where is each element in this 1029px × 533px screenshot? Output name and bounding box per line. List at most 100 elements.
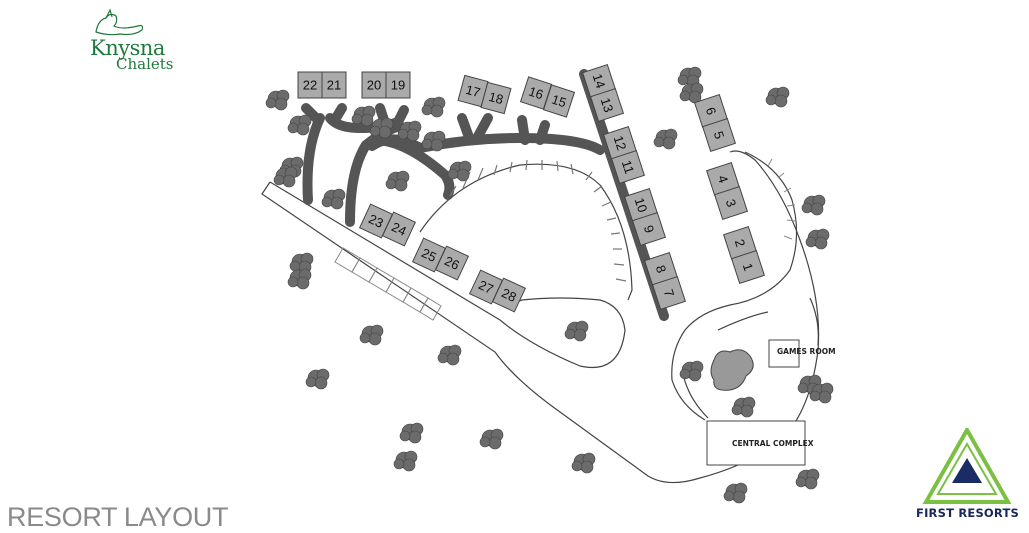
unit-28: 28 [491,277,527,313]
parking-bays [334,247,442,321]
unit-27: 27 [468,269,504,305]
lawn-outline [419,163,633,301]
unit-number: 9 [641,223,658,235]
unit-number: 7 [661,287,678,299]
unit-number: 5 [711,129,728,141]
unit-box [385,71,411,99]
unit-box [480,81,512,115]
unit-number: 23 [366,211,385,231]
tree [795,468,820,490]
unit-2: 2 [722,225,758,261]
first-resorts-logo: FIRST RESORTS [910,428,1029,528]
unit-26: 26 [434,245,470,281]
unit-number: 8 [653,263,670,275]
unit-number: 6 [703,105,720,117]
tree [399,422,424,444]
unit-10: 10 [623,187,659,223]
lawn-ticks [449,159,627,282]
tree [393,450,418,472]
tree [287,268,312,290]
tree [731,396,756,418]
tree [571,452,596,474]
tree [447,160,472,182]
tree [287,114,312,136]
unit-box [361,71,387,99]
unit-number: 25 [419,245,438,265]
tree [273,166,298,188]
tree [564,320,589,342]
central-complex: CENTRAL COMPLEX [706,420,814,466]
tree [479,428,504,450]
unit-number: 24 [389,219,408,239]
knysna-chalets-logo: Knysna Chalets [84,6,174,76]
unit-25: 25 [411,237,447,273]
unit-number: 16 [527,84,545,103]
unit-number: 10 [632,196,651,214]
trees [265,66,834,504]
unit-box [491,277,527,313]
unit-box [651,275,687,311]
unit-21: 21 [321,71,347,99]
unit-24: 24 [381,211,417,247]
unit-number: 11 [619,158,637,175]
tree [421,130,446,152]
unit-5: 5 [701,117,737,153]
unit-number: 14 [590,72,609,90]
unit-box [589,87,625,123]
unit-number: 1 [740,261,757,273]
unit-box [701,117,737,153]
triangle-mountain-icon [922,428,1012,504]
unit-4: 4 [705,161,741,197]
unit-11: 11 [610,149,646,185]
unit-number: 4 [715,173,732,185]
unit-9: 9 [631,211,667,247]
unit-20: 20 [361,71,387,99]
inner-road-outline [269,181,626,368]
unit-number: 17 [464,82,482,100]
tree [801,194,826,216]
unit-15: 15 [542,84,576,118]
unit-number: 15 [550,92,568,111]
unit-1: 1 [730,249,766,285]
access-road-outline [683,297,819,419]
unit-number: 13 [598,96,617,114]
unit-number: 21 [327,78,341,93]
tree [677,66,702,88]
central-complex-label: CENTRAL COMPLEX [732,439,814,448]
unit-18: 18 [480,81,512,115]
unit-box [713,185,749,221]
tree [765,86,790,108]
first-resorts-text: FIRST RESORTS [916,506,1019,520]
unit-23: 23 [358,203,394,239]
unit-3: 3 [713,185,749,221]
tree [397,120,422,142]
tree [679,360,704,382]
unit-7: 7 [651,275,687,311]
bird-icon [95,8,144,36]
tree [421,96,446,118]
tree [437,344,462,366]
unit-box [381,211,417,247]
tree [321,188,346,210]
unit-19: 19 [385,71,411,99]
games-room: GAMES ROOM [768,339,836,368]
brand-line1: Knysna [90,36,165,60]
unit-box [730,249,766,285]
tree [653,128,678,150]
unit-number: 27 [476,277,495,297]
tree [265,89,290,111]
unit-number: 2 [732,237,749,249]
unit-box [631,211,667,247]
tree [351,105,376,127]
tree [679,82,704,104]
unit-number: 28 [499,285,518,305]
unit-12: 12 [602,125,638,161]
tree [369,117,394,139]
loop-road-outline [671,151,798,421]
unit-number: 3 [723,197,740,209]
tree [805,228,830,250]
brand-line2: Chalets [116,55,174,73]
unit-22: 22 [297,71,323,99]
unit-box [542,84,576,118]
